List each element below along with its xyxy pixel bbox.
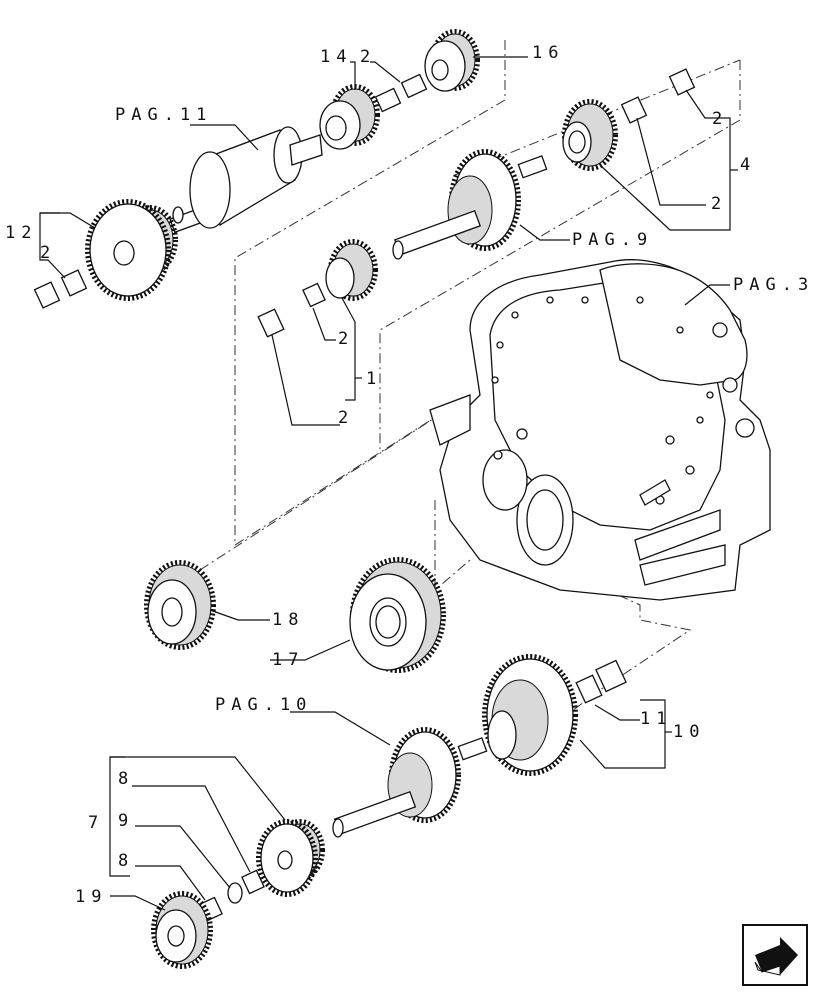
gear-4 [562, 99, 618, 171]
label-10: 10 [673, 722, 705, 742]
gear-7 [256, 819, 325, 897]
ref-pag9: PAG.9 [572, 230, 653, 250]
gear-18 [144, 560, 216, 650]
label-7: 7 [88, 813, 104, 833]
label-2-top: 2 [360, 47, 376, 67]
gear-16 [424, 29, 480, 92]
clutch-assembly-pag11 [169, 126, 323, 234]
label-4: 4 [740, 155, 756, 175]
gear-19 [151, 891, 213, 969]
leader-lines [39, 56, 738, 911]
label-17: 17 [272, 650, 304, 670]
gear-17 [349, 557, 446, 673]
label-2-left: 2 [40, 243, 56, 263]
gear-1 [325, 239, 378, 301]
label-2-far-right: 2 [712, 109, 728, 129]
label-1: 1 [366, 369, 382, 389]
label-18: 18 [272, 610, 304, 630]
gear-14 [319, 84, 380, 150]
label-11: 11 [640, 709, 672, 729]
transmission-housing [429, 259, 771, 601]
bearings-2-upper [374, 73, 428, 113]
gear-12 [85, 199, 178, 301]
bearings-2-right [620, 68, 696, 124]
label-2-mid: 2 [338, 329, 354, 349]
part-labels: 14 2 16 PAG.11 2 4 2 12 2 PAG.9 PAG.3 2 … [5, 43, 814, 907]
label-16: 16 [532, 43, 564, 63]
label-14: 14 [320, 47, 352, 67]
ref-pag10: PAG.10 [215, 695, 312, 715]
gear-10 [482, 654, 578, 776]
label-8-lower: 8 [118, 851, 134, 871]
label-8-upper: 8 [118, 769, 134, 789]
next-page-arrow-icon[interactable] [742, 924, 808, 986]
label-12: 12 [5, 223, 37, 243]
label-9: 9 [118, 811, 134, 831]
shaft-assembly-pag10 [332, 727, 488, 838]
label-2-lower: 2 [338, 408, 354, 428]
ref-pag3: PAG.3 [733, 275, 814, 295]
label-2-right: 2 [711, 194, 727, 214]
bearings-2-left [33, 269, 88, 309]
bearings-2-middle [257, 282, 326, 338]
ref-pag11: PAG.11 [115, 105, 212, 125]
shaft-assembly-pag9 [392, 149, 548, 260]
label-19: 19 [75, 887, 107, 907]
bearings-11 [575, 659, 627, 704]
